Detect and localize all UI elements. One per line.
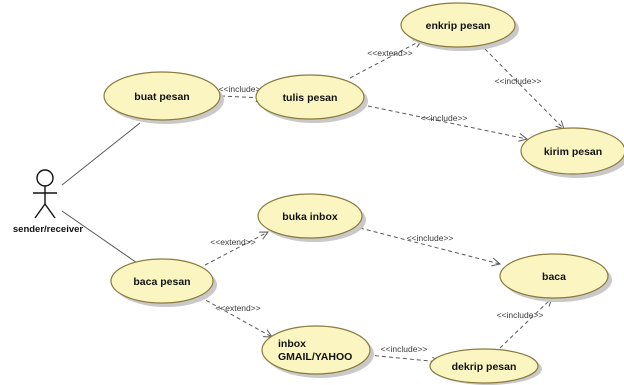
use-case-kirim-pesan: kirim pesan [520, 127, 624, 178]
use-case-label: tulis pesan [283, 92, 338, 104]
use-case-baca-pesan: baca pesan [110, 258, 217, 307]
include-inbox-dekrip [367, 354, 440, 362]
label-include-buat-tulis: <<include>> [219, 84, 266, 94]
use-case-inbox-gmail-yahoo: inbox GMAIL/YAHOO [261, 325, 374, 378]
include-buka-inbox-baca [359, 227, 500, 264]
include-tulis-kirim [367, 105, 527, 139]
actor-label: sender/receiver [13, 224, 84, 235]
label-extend-baca-buka-inbox: <<extend>> [210, 237, 255, 247]
use-case-label: buka inbox [282, 211, 338, 223]
label-include-enkrip-kirim: <<include>> [495, 76, 542, 86]
label-include-inbox-dekrip: <<include>> [381, 344, 428, 354]
use-case-buat-pesan: buat pesan [103, 71, 224, 124]
use-case-baca: baca [499, 253, 612, 302]
use-case-ellipse [520, 127, 624, 175]
use-case-label: baca [542, 271, 566, 283]
actor-left-leg [34, 203, 46, 219]
use-case-buka-inbox: buka inbox [257, 193, 366, 242]
label-include-buka-inbox-baca: <<include>> [407, 233, 454, 243]
use-case-ellipse [499, 253, 609, 299]
label-include-tulis-kirim: <<include>> [421, 113, 468, 123]
use-case-dekrip-pesan: dekrip pesan [429, 348, 542, 385]
use-case-ellipse [103, 71, 221, 121]
use-case-enkrip-pesan: enkrip pesan [400, 2, 519, 51]
use-case-ellipse [257, 193, 363, 239]
extend-tulis-enkrip [349, 40, 422, 79]
use-case-ellipse [400, 2, 516, 48]
include-enkrip-kirim [479, 43, 564, 129]
use-case-ellipse [255, 74, 365, 120]
actor-sender-receiver: sender/receiver [13, 169, 84, 235]
extend-baca-buka-inbox [204, 232, 268, 266]
use-case-label: GMAIL/YAHOO [278, 351, 352, 363]
actor-right-leg [44, 203, 56, 219]
use-case-label: inbox [278, 338, 306, 350]
use-case-tulis-pesan: tulis pesan [255, 74, 368, 123]
label-extend-baca-inbox: <<extend>> [215, 303, 260, 313]
use-case-ellipse [110, 258, 214, 304]
include-dekrip-baca [499, 298, 552, 349]
association-actor-baca-pesan [61, 210, 141, 266]
use-case-ellipse [429, 348, 539, 384]
use-case-label: dekrip pesan [452, 361, 517, 373]
association-actor-buat-pesan [61, 122, 141, 186]
use-case-label: baca pesan [133, 276, 190, 288]
use-case-label: enkrip pesan [426, 20, 491, 32]
relationships: <<include>> <<extend>> <<include>> <<inc… [61, 40, 564, 362]
label-extend-tulis-enkrip: <<extend>> [367, 48, 412, 58]
actor-head [36, 169, 54, 187]
label-include-dekrip-baca: <<include>> [497, 310, 544, 320]
use-case-label: kirim pesan [544, 146, 602, 158]
use-case-ellipse [261, 325, 371, 375]
use-case-label: buat pesan [134, 91, 189, 103]
use-cases: buat pesan tulis pesan enkrip pesan kiri… [103, 2, 624, 385]
